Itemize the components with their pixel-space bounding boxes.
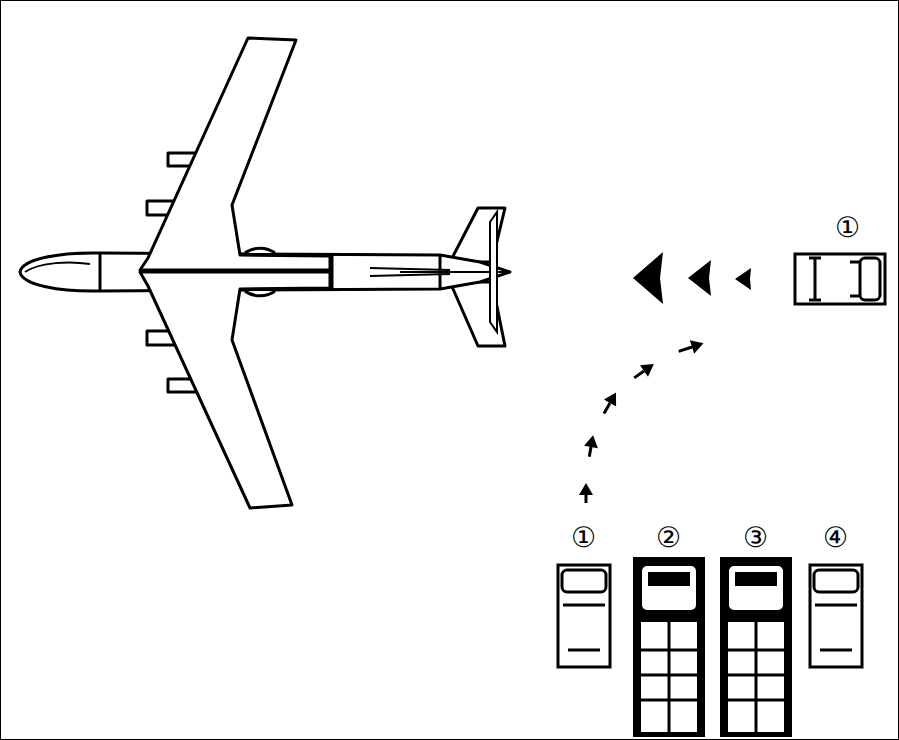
callout-number: ① — [834, 214, 861, 242]
callout-number: ① — [570, 524, 597, 552]
fairing — [245, 248, 275, 253]
callout-number: ③ — [742, 524, 769, 552]
truck — [720, 557, 792, 737]
wing — [140, 272, 330, 508]
vehicle — [795, 254, 885, 304]
direction-chevrons — [633, 252, 751, 304]
wing — [140, 38, 330, 270]
fairing — [245, 291, 275, 296]
callout-number: ② — [655, 524, 682, 552]
truck — [633, 557, 705, 737]
callout-number: ④ — [822, 524, 849, 552]
vehicle — [810, 565, 862, 667]
path-arrows — [579, 337, 706, 503]
vehicle — [558, 565, 610, 667]
